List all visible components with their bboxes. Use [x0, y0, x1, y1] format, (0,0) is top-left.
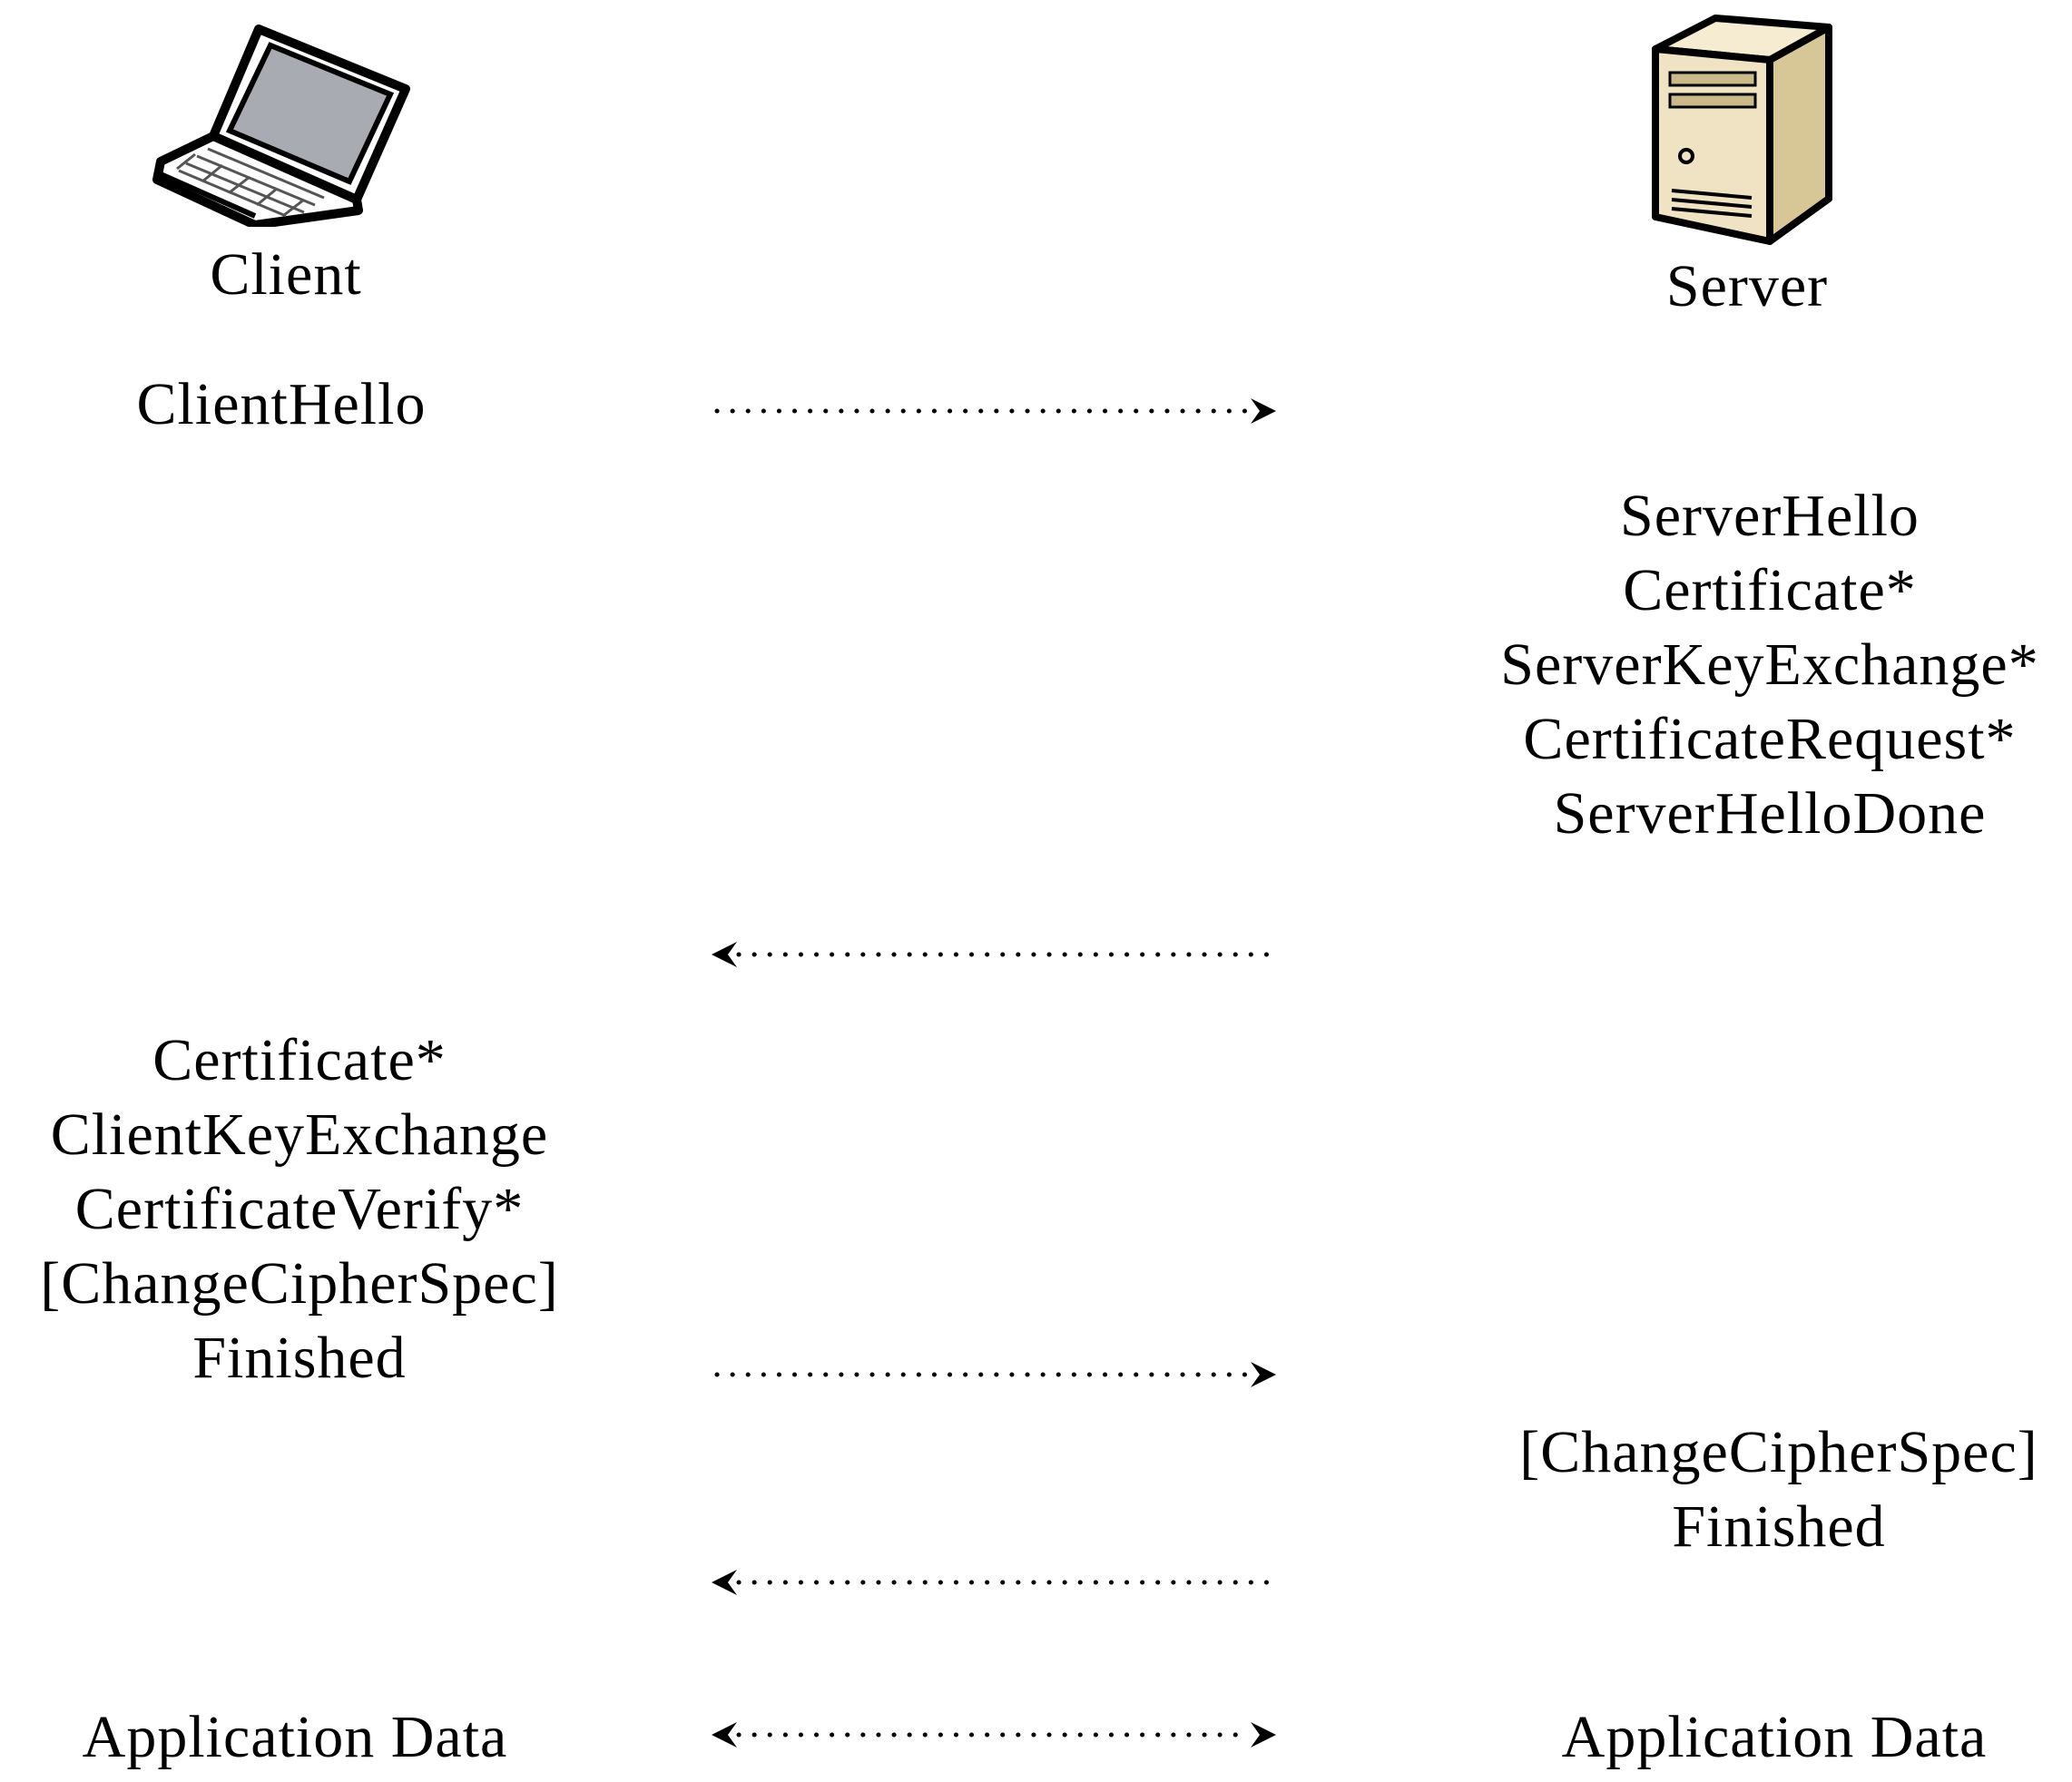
server-finish-flight: [ChangeCipherSpec] Finished — [1488, 1415, 2069, 1564]
server-certificate-line: Certificate* — [1623, 557, 1917, 623]
arrowhead-left-4 — [712, 1570, 737, 1595]
arrowhead-left-2 — [712, 942, 737, 967]
client-application-data: Application Data — [82, 1704, 508, 1770]
arrowhead-right-1 — [1251, 398, 1276, 424]
server-key-exchange-line: ServerKeyExchange* — [1500, 632, 2039, 698]
server-tower-icon — [1652, 15, 1832, 245]
client-key-exchange-line: ClientKeyExchange — [50, 1102, 549, 1168]
server-finished-line: Finished — [1672, 1493, 1886, 1560]
server-application-data: Application Data — [1561, 1704, 1988, 1770]
certificate-request-line: CertificateRequest* — [1523, 706, 2017, 772]
client-finished-line: Finished — [192, 1325, 407, 1391]
server-hello-line: ServerHello — [1620, 483, 1920, 549]
client-title: Client — [210, 241, 362, 308]
client-key-flight: Certificate* ClientKeyExchange Certifica… — [0, 1023, 599, 1395]
laptop-icon — [152, 24, 410, 227]
arrowhead-right-3 — [1251, 1362, 1276, 1387]
server-change-cipher-spec-line: [ChangeCipherSpec] — [1519, 1419, 2038, 1485]
certificate-verify-line: CertificateVerify* — [74, 1176, 525, 1242]
client-change-cipher-spec-line: [ChangeCipherSpec] — [40, 1250, 559, 1317]
arrowhead-left-5 — [712, 1722, 737, 1748]
server-title: Server — [1665, 253, 1829, 319]
arrowhead-right-5 — [1251, 1722, 1276, 1748]
server-hello-flight: ServerHello Certificate* ServerKeyExchan… — [1470, 479, 2069, 851]
client-hello-message: ClientHello — [136, 371, 427, 437]
server-hello-done-line: ServerHelloDone — [1553, 780, 1987, 847]
client-certificate-line: Certificate* — [152, 1027, 447, 1093]
